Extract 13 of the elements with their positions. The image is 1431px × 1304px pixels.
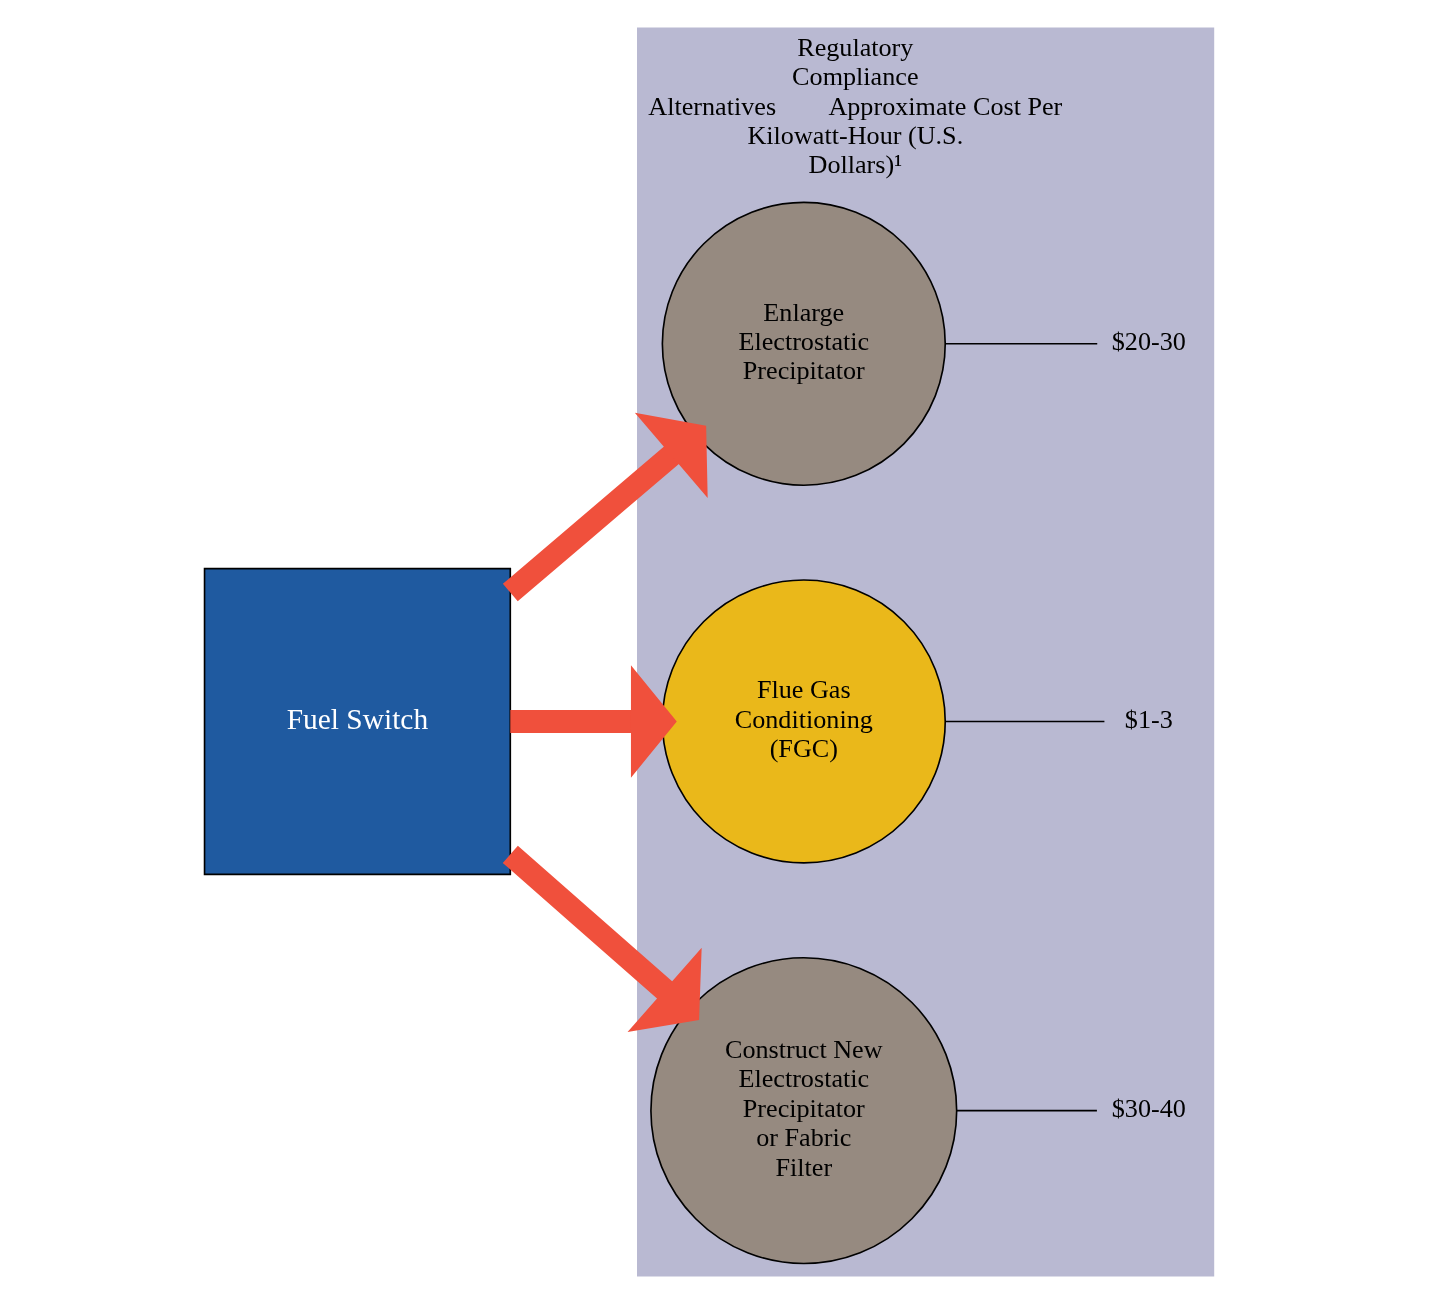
connector [955, 1109, 1098, 1112]
arrow [502, 845, 702, 1033]
node-text: $30-40 [1111, 1093, 1186, 1123]
node-text: $20-30 [1111, 327, 1186, 356]
arrow [510, 665, 677, 778]
node-circle: Construct New Electrostatic Precipitator or Fabric Filter [650, 956, 958, 1265]
arrow [502, 412, 708, 602]
node-circle: Enlarge Electrostatic Precipitator [661, 201, 947, 487]
node-text: $1-3 [1124, 704, 1173, 734]
node-circle: Flue Gas Conditioning (FGC) [661, 579, 947, 864]
connector [944, 720, 1106, 723]
connector [944, 342, 1099, 345]
node-box: Fuel Switch [203, 567, 512, 876]
